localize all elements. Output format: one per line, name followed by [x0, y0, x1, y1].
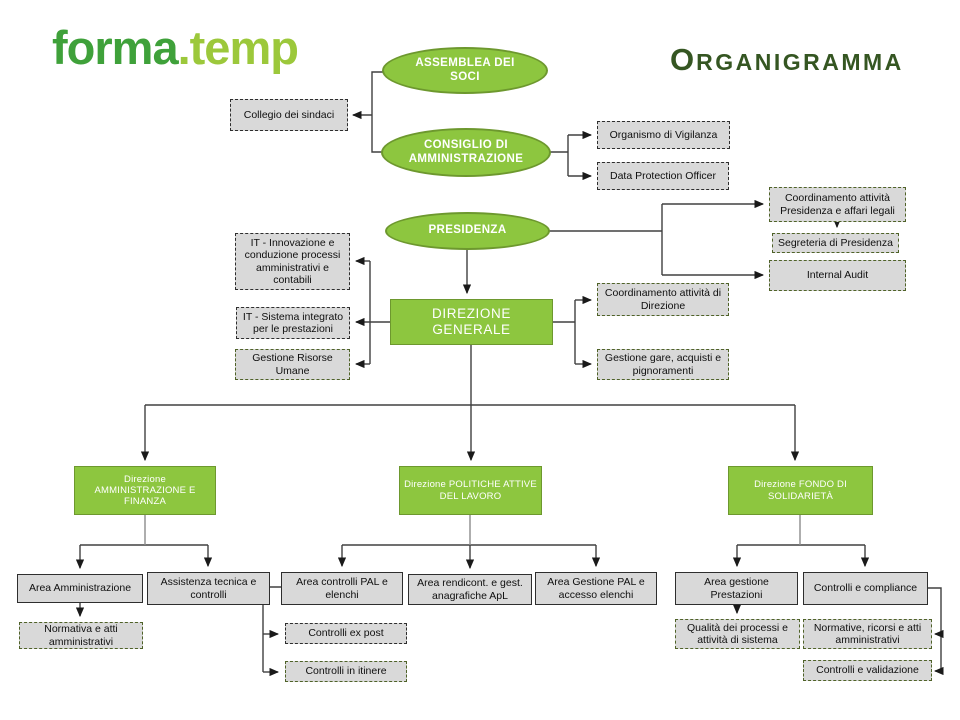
node-coordinamento-presidenza-affari-legali: Coordinamento attività Presidenza e affa… [769, 187, 906, 222]
node-gestione-risorse-umane: Gestione Risorse Umane [235, 349, 350, 380]
page-title-rest: RGANIGRAMMA [696, 49, 904, 75]
node-it-innovazione-processi: IT - Innovazione e conduzione processi a… [235, 233, 350, 290]
node-internal-audit: Internal Audit [769, 260, 906, 291]
node-controlli-e-validazione: Controlli e validazione [803, 660, 932, 681]
node-qualita-processi-attivita-sistema: Qualità dei processi e attività di siste… [675, 619, 800, 649]
node-area-gestione-prestazioni: Area gestione Prestazioni [675, 572, 798, 605]
node-controlli-e-compliance: Controlli e compliance [803, 572, 928, 605]
node-normative-ricorsi-atti-amministrativi: Normative, ricorsi e atti amministrativi [803, 619, 932, 649]
node-direzione-politiche-attive-lavoro: Direzione POLITICHE ATTIVE DEL LAVORO [399, 466, 542, 515]
page-title-initial: O [670, 42, 697, 77]
logo-text-temp: .temp [177, 21, 299, 74]
node-presidenza: PRESIDENZA [385, 212, 550, 250]
node-direzione-amministrazione-finanza: Direzione AMMINISTRAZIONE E FINANZA [74, 466, 216, 515]
node-organismo-di-vigilanza: Organismo di Vigilanza [597, 121, 730, 149]
node-direzione-generale: DIREZIONE GENERALE [390, 299, 553, 345]
logo-text-forma: forma [52, 21, 179, 74]
node-assemblea-dei-soci: ASSEMBLEA DEI SOCI [382, 47, 548, 94]
node-direzione-fondo-solidarieta: Direzione FONDO DI SOLIDARIETÀ [728, 466, 873, 515]
node-controlli-in-itinere: Controlli in itinere [285, 661, 407, 682]
node-data-protection-officer: Data Protection Officer [597, 162, 729, 190]
node-coordinamento-attivita-direzione: Coordinamento attività di Direzione [597, 283, 729, 316]
page-title: ORGANIGRAMMA [670, 42, 904, 78]
node-segreteria-di-presidenza: Segreteria di Presidenza [772, 233, 899, 253]
forma-temp-logo: forma.temp [52, 21, 299, 74]
node-controlli-ex-post: Controlli ex post [285, 623, 407, 644]
node-area-amministrazione: Area Amministrazione [17, 574, 143, 603]
node-collegio-dei-sindaci: Collegio dei sindaci [230, 99, 348, 131]
node-area-rendicont-gest-anagrafiche-apl: Area rendicont. e gest. anagrafiche ApL [408, 574, 532, 605]
node-gestione-gare-acquisti-pignoramenti: Gestione gare, acquisti e pignoramenti [597, 349, 729, 380]
node-it-sistema-integrato-prestazioni: IT - Sistema integrato per le prestazion… [236, 307, 350, 339]
node-normativa-atti-amministrativi: Normativa e atti amministrativi [19, 622, 143, 649]
node-area-gestione-pal-accesso-elenchi: Area Gestione PAL e accesso elenchi [535, 572, 657, 605]
node-consiglio-di-amministrazione: CONSIGLIO DI AMMINISTRAZIONE [381, 128, 551, 177]
node-assistenza-tecnica-controlli: Assistenza tecnica e controlli [147, 572, 270, 605]
node-area-controlli-pal-elenchi: Area controlli PAL e elenchi [281, 572, 403, 605]
